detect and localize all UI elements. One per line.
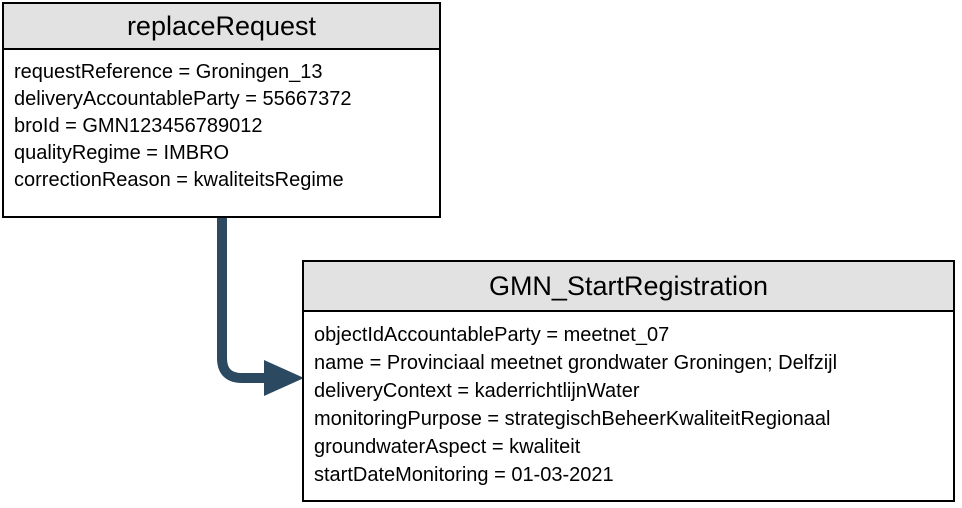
node-gmn-start-registration[interactable]: GMN_StartRegistration objectIdAccountabl…	[302, 260, 955, 502]
attribute-line: name = Provinciaal meetnet grondwater Gr…	[314, 352, 838, 374]
attribute-line: deliveryAccountableParty = 55667372	[14, 88, 352, 110]
attribute-line: correctionReason = kwaliteitsRegime	[14, 169, 344, 191]
attribute-line: monitoringPurpose = strategischBeheerKwa…	[314, 408, 831, 430]
attribute-line: deliveryContext = kaderrichtlijnWater	[314, 380, 640, 402]
node-gmn-start-registration-attributes: objectIdAccountableParty = meetnet_07 na…	[304, 312, 953, 500]
attribute-line: objectIdAccountableParty = meetnet_07	[314, 324, 670, 346]
attribute-line: startDateMonitoring = 01-03-2021	[314, 464, 614, 486]
connector-arrow-line	[217, 217, 266, 383]
node-replace-request[interactable]: replaceRequest requestReference = Gronin…	[2, 2, 441, 218]
arrow-head-icon	[264, 360, 304, 396]
attribute-line: requestReference = Groningen_13	[14, 61, 323, 83]
attribute-line: groundwaterAspect = kwaliteit	[314, 436, 581, 458]
node-replace-request-title: replaceRequest	[4, 4, 439, 50]
node-replace-request-attributes: requestReference = Groningen_13 delivery…	[4, 50, 439, 216]
attribute-line: qualityRegime = IMBRO	[14, 142, 230, 164]
node-gmn-start-registration-title: GMN_StartRegistration	[304, 262, 953, 312]
attribute-line: broId = GMN123456789012	[14, 115, 263, 137]
